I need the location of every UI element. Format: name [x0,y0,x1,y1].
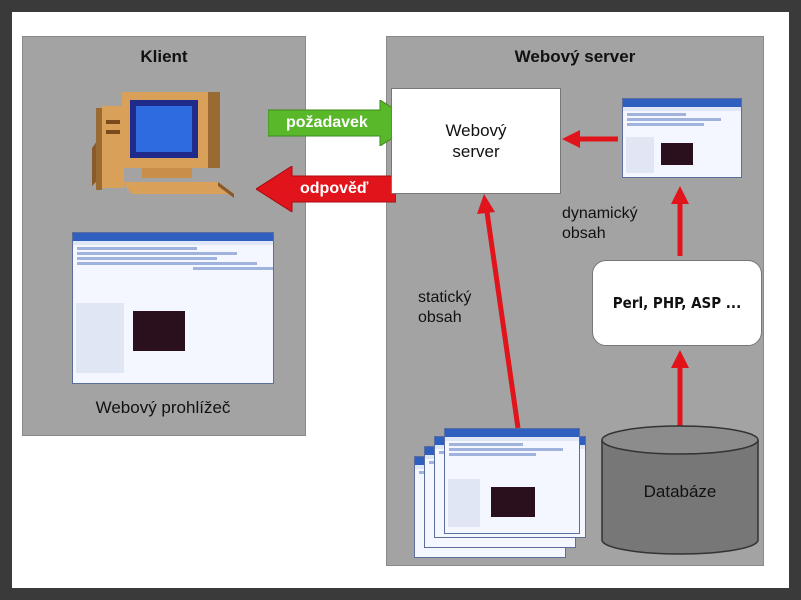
database-cylinder [601,425,759,555]
database-label: Databáze [643,482,717,501]
static-page-4 [444,428,580,534]
dynamic-line1: dynamický [562,205,638,222]
static-label: statický obsah [418,288,471,328]
webserver-line1: Webový [445,121,507,140]
browser-label: Webový prohlížeč [95,398,231,417]
static-line1: statický [418,289,472,306]
request-label: požadavek [286,114,368,131]
browser-screenshot [72,232,274,384]
computer-icon [92,92,234,198]
dynamic-page-screenshot [622,98,742,178]
server-title: Webový server [514,47,636,66]
static-line2: obsah [418,309,462,326]
dynamic-label: dynamický obsah [562,204,638,244]
response-arrow: odpověď [256,166,396,212]
webserver-line2: server [452,142,500,161]
response-label: odpověď [300,180,369,197]
dynamic-line2: obsah [562,225,606,242]
client-title: Klient [140,47,188,66]
webserver-box: Webový server [391,88,561,194]
script-box: Perl, PHP, ASP ... [592,260,762,346]
